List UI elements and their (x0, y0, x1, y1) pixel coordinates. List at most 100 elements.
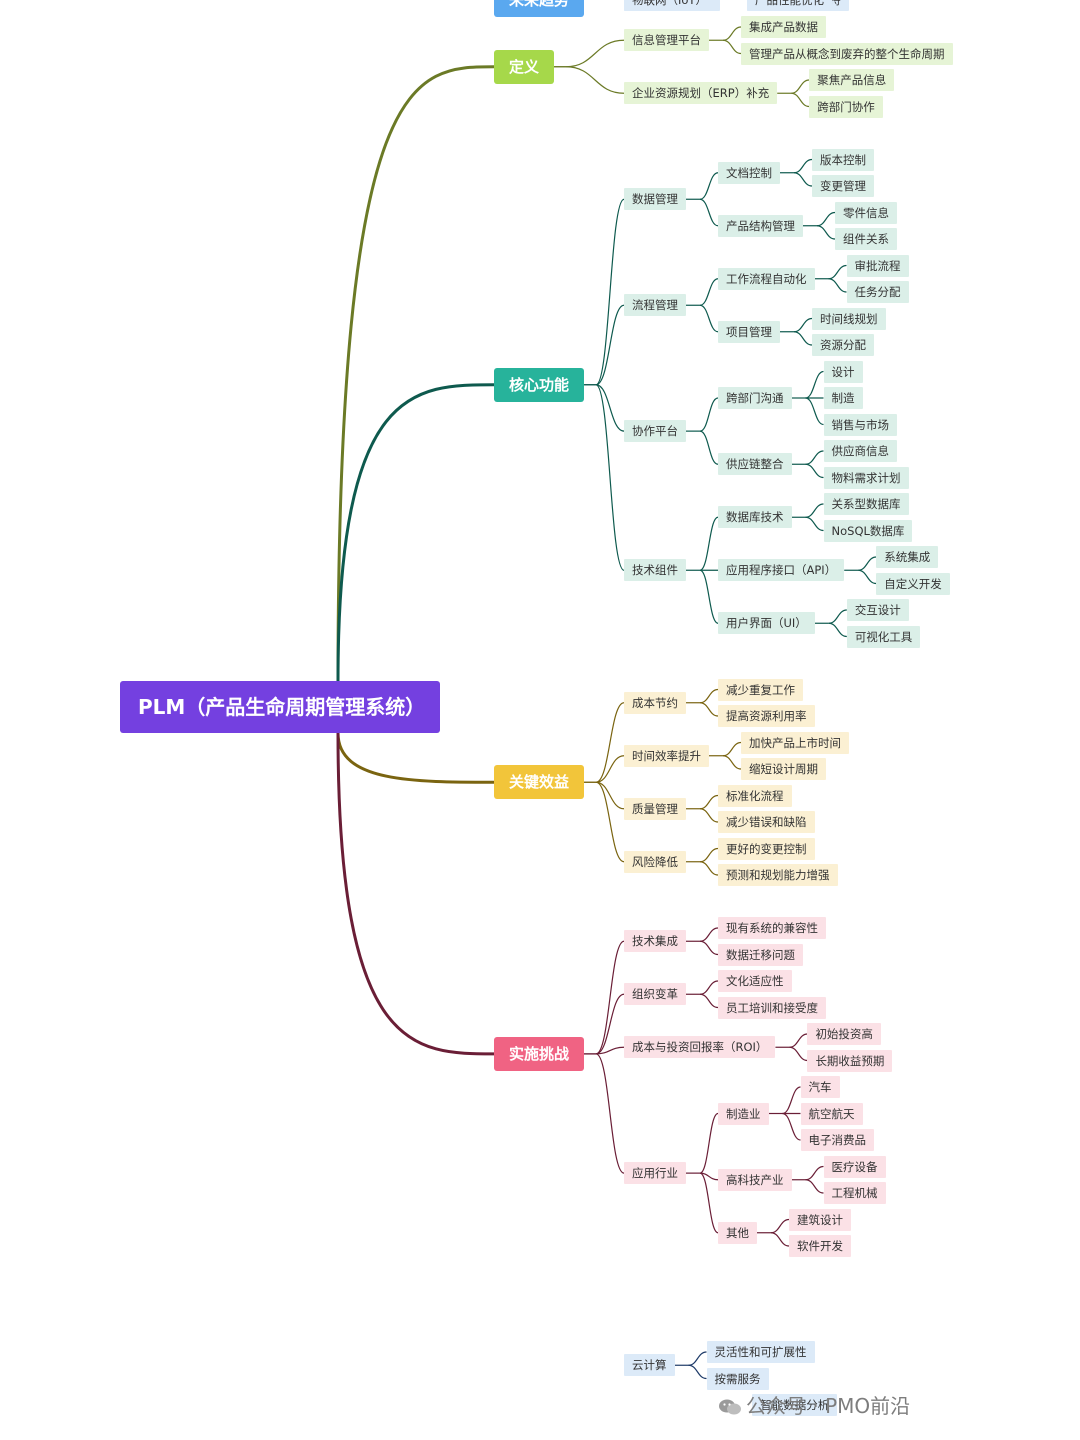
leaf-node[interactable]: 任务分配 (846, 281, 909, 303)
subtopic-node[interactable]: 项目管理 (718, 320, 780, 343)
leaf-node[interactable]: 长期收益预期 (807, 1049, 893, 1072)
connector-line (699, 980, 719, 995)
connector-line (782, 1112, 801, 1141)
subtopic-node[interactable]: 高科技产业 (718, 1168, 792, 1191)
leaf-node[interactable]: 销售与市场 (823, 413, 897, 436)
connector-line (770, 1232, 790, 1247)
connector-line (782, 1086, 801, 1115)
leaf-node[interactable]: 组件关系 (835, 228, 897, 250)
leaf-node[interactable]: 提高资源利用率 (718, 705, 815, 727)
subtopic-node[interactable]: 成本与投资回报率（ROI） (624, 1036, 776, 1059)
subtopic-node[interactable]: 时间效率提升 (624, 744, 709, 767)
branch-node[interactable]: 未来趋势 (494, 0, 585, 17)
leaf-node[interactable]: 聚焦产品信息 (809, 69, 895, 91)
branch-node[interactable]: 定义 (494, 49, 555, 84)
leaf-node[interactable]: 产品性能优化 (746, 0, 832, 11)
leaf-node[interactable]: 医疗设备 (823, 1155, 886, 1178)
subtopic-node[interactable]: 协作平台 (624, 420, 686, 443)
leaf-node[interactable]: 汽车 (800, 1076, 840, 1098)
subtopic-node[interactable]: 质量管理 (624, 797, 686, 820)
subtopic-node[interactable]: 应用程序接口（API） (718, 559, 845, 582)
leaf-node[interactable]: 标准化流程 (718, 784, 792, 807)
leaf-node[interactable]: 跨部门协作 (809, 95, 883, 118)
leaf-node[interactable]: 灵活性和可扩展性 (706, 1341, 815, 1363)
subtopic-node[interactable]: 流程管理 (624, 294, 686, 317)
subtopic-node[interactable]: 物联网（IoT） (624, 0, 715, 11)
leaf-node[interactable]: 初始投资高 (807, 1023, 881, 1045)
subtopic-node[interactable]: 成本节约 (624, 691, 686, 714)
leaf-node[interactable]: 文化适应性 (718, 970, 792, 992)
subtopic-node[interactable]: 跨部门沟通 (718, 387, 792, 409)
connector-line (805, 503, 824, 518)
connector-line (596, 1046, 625, 1055)
leaf-node[interactable]: 供应商信息 (823, 440, 897, 462)
connector-line (595, 304, 625, 386)
leaf-node[interactable]: 零件信息 (835, 201, 897, 224)
leaf-node[interactable]: 建筑设计 (789, 1208, 851, 1231)
leaf-node[interactable]: 减少错误和缺陷 (718, 811, 815, 833)
subtopic-node[interactable]: 工作流程自动化 (718, 267, 815, 290)
subtopic-node[interactable]: 数据管理 (624, 188, 686, 211)
subtopic-node[interactable]: 供应链整合 (718, 453, 792, 476)
leaf-node[interactable]: 更好的变更控制 (718, 837, 815, 860)
connector-line (699, 430, 719, 465)
subtopic-node[interactable]: 组织变革 (624, 983, 686, 1006)
leaf-node[interactable]: 可视化工具 (846, 625, 921, 648)
connector-line (688, 1364, 707, 1380)
leaf-node[interactable]: 电子消费品 (800, 1129, 874, 1151)
subtopic-node[interactable]: 数据库技术 (718, 506, 792, 529)
subtopic-node[interactable]: 技术组件 (624, 559, 686, 582)
branch-node[interactable]: 关键效益 (494, 765, 585, 800)
leaf-node[interactable]: 管理产品从概念到废弃的整个生命周期 (741, 42, 953, 65)
leaf-node[interactable]: 设计 (823, 360, 863, 383)
subtopic-node[interactable]: 云计算 (624, 1354, 675, 1377)
leaf-node[interactable]: 缩短设计周期 (741, 758, 826, 780)
subtopic-node[interactable]: 信息管理平台 (624, 29, 709, 52)
leaf-node[interactable]: 时间线规划 (812, 307, 886, 330)
subtopic-node[interactable]: 其他 (718, 1221, 757, 1244)
connector-line (566, 66, 625, 94)
leaf-node[interactable]: 数据迁移问题 (718, 943, 803, 966)
subtopic-node[interactable]: 技术集成 (624, 930, 686, 953)
connector-line (858, 569, 877, 585)
leaf-node[interactable]: 系统集成 (876, 546, 939, 568)
leaf-node[interactable]: 航空航天 (800, 1102, 863, 1125)
leaf-node[interactable]: 智能数据分析 (752, 1394, 838, 1416)
leaf-node[interactable]: 预测和规划能力增强 (718, 864, 838, 886)
subtopic-node[interactable]: 企业资源规划（ERP）补充 (624, 82, 778, 105)
leaf-node[interactable]: 交互设计 (846, 599, 909, 621)
subtopic-node[interactable]: 文档控制 (718, 161, 780, 184)
connector-line (595, 702, 625, 783)
leaf-node[interactable]: 自定义开发 (876, 572, 950, 595)
connector-line (699, 927, 719, 942)
leaf-node[interactable]: 软件开发 (789, 1235, 851, 1257)
leaf-node[interactable]: 资源分配 (812, 334, 874, 356)
leaf-node[interactable]: 加快产品上市时间 (741, 731, 849, 754)
connector-line (336, 383, 495, 682)
subtopic-node[interactable]: 风险降低 (624, 850, 686, 873)
leaf-node[interactable]: NoSQL数据库 (823, 519, 913, 542)
leaf-node[interactable]: 按需服务 (706, 1367, 769, 1390)
branch-node[interactable]: 核心功能 (494, 367, 585, 402)
leaf-node[interactable]: 变更管理 (812, 175, 874, 197)
watermark: 公众号 · PMO前沿 (718, 1390, 910, 1419)
connector-line (791, 79, 810, 94)
leaf-node[interactable]: 集成产品数据 (741, 16, 826, 38)
leaf-node[interactable]: 员工培训和接受度 (718, 996, 826, 1019)
leaf-node[interactable]: 减少重复工作 (718, 678, 803, 701)
leaf-node[interactable]: 现有系统的兼容性 (718, 917, 826, 939)
leaf-node[interactable]: 版本控制 (812, 148, 874, 171)
leaf-node[interactable]: 物料需求计划 (823, 466, 909, 489)
leaf-node[interactable]: 工程机械 (823, 1182, 886, 1204)
subtopic-node[interactable]: 制造业 (718, 1102, 769, 1125)
connector-line (595, 1053, 625, 1174)
subtopic-node[interactable]: 应用行业 (624, 1162, 686, 1185)
subtopic-node[interactable]: 产品结构管理 (718, 214, 803, 237)
leaf-node[interactable]: 审批流程 (846, 254, 909, 277)
branch-node[interactable]: 实施挑战 (494, 1036, 585, 1071)
leaf-node[interactable]: 关系型数据库 (823, 493, 909, 515)
leaf-node[interactable]: 制造 (823, 387, 863, 409)
root-node[interactable]: PLM（产品生命周期管理系统） (120, 681, 440, 733)
connector-line (595, 384, 625, 571)
subtopic-node[interactable]: 用户界面（UI） (718, 612, 815, 635)
